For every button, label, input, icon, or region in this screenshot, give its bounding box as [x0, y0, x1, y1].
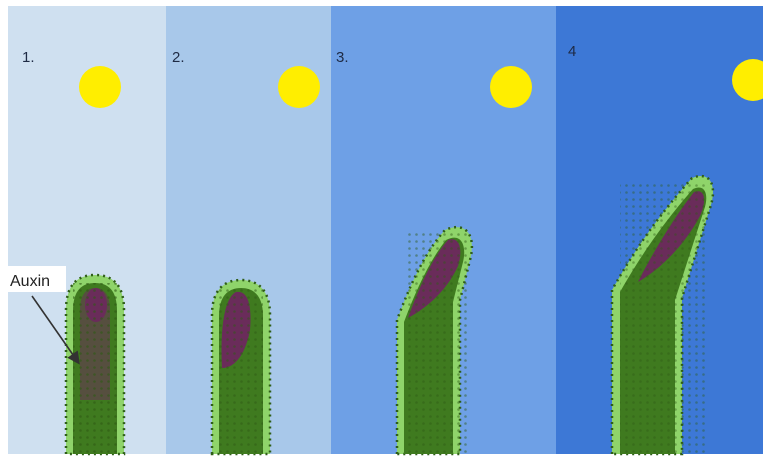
panel-1-number: 1.: [22, 49, 35, 66]
panel-3: 3.: [331, 6, 556, 454]
sun-icon: [278, 66, 320, 108]
panel-2-number: 2.: [172, 49, 185, 66]
panel-3-number: 3.: [336, 49, 349, 66]
panel-4-number: 4: [568, 43, 576, 60]
auxin-label: Auxin: [10, 273, 50, 290]
panel-1: 1. Auxin: [8, 6, 166, 454]
sun-icon: [79, 66, 121, 108]
shoot-straight-with-auxin: [66, 275, 124, 454]
shoot-bending-toward-light: [397, 227, 472, 454]
shoot-auxin-shaded-side: [212, 280, 270, 454]
panel-2: 2.: [166, 6, 331, 454]
shoot-bent-toward-light: [612, 176, 713, 454]
sun-icon: [490, 66, 532, 108]
panel-4: 4: [556, 6, 764, 454]
